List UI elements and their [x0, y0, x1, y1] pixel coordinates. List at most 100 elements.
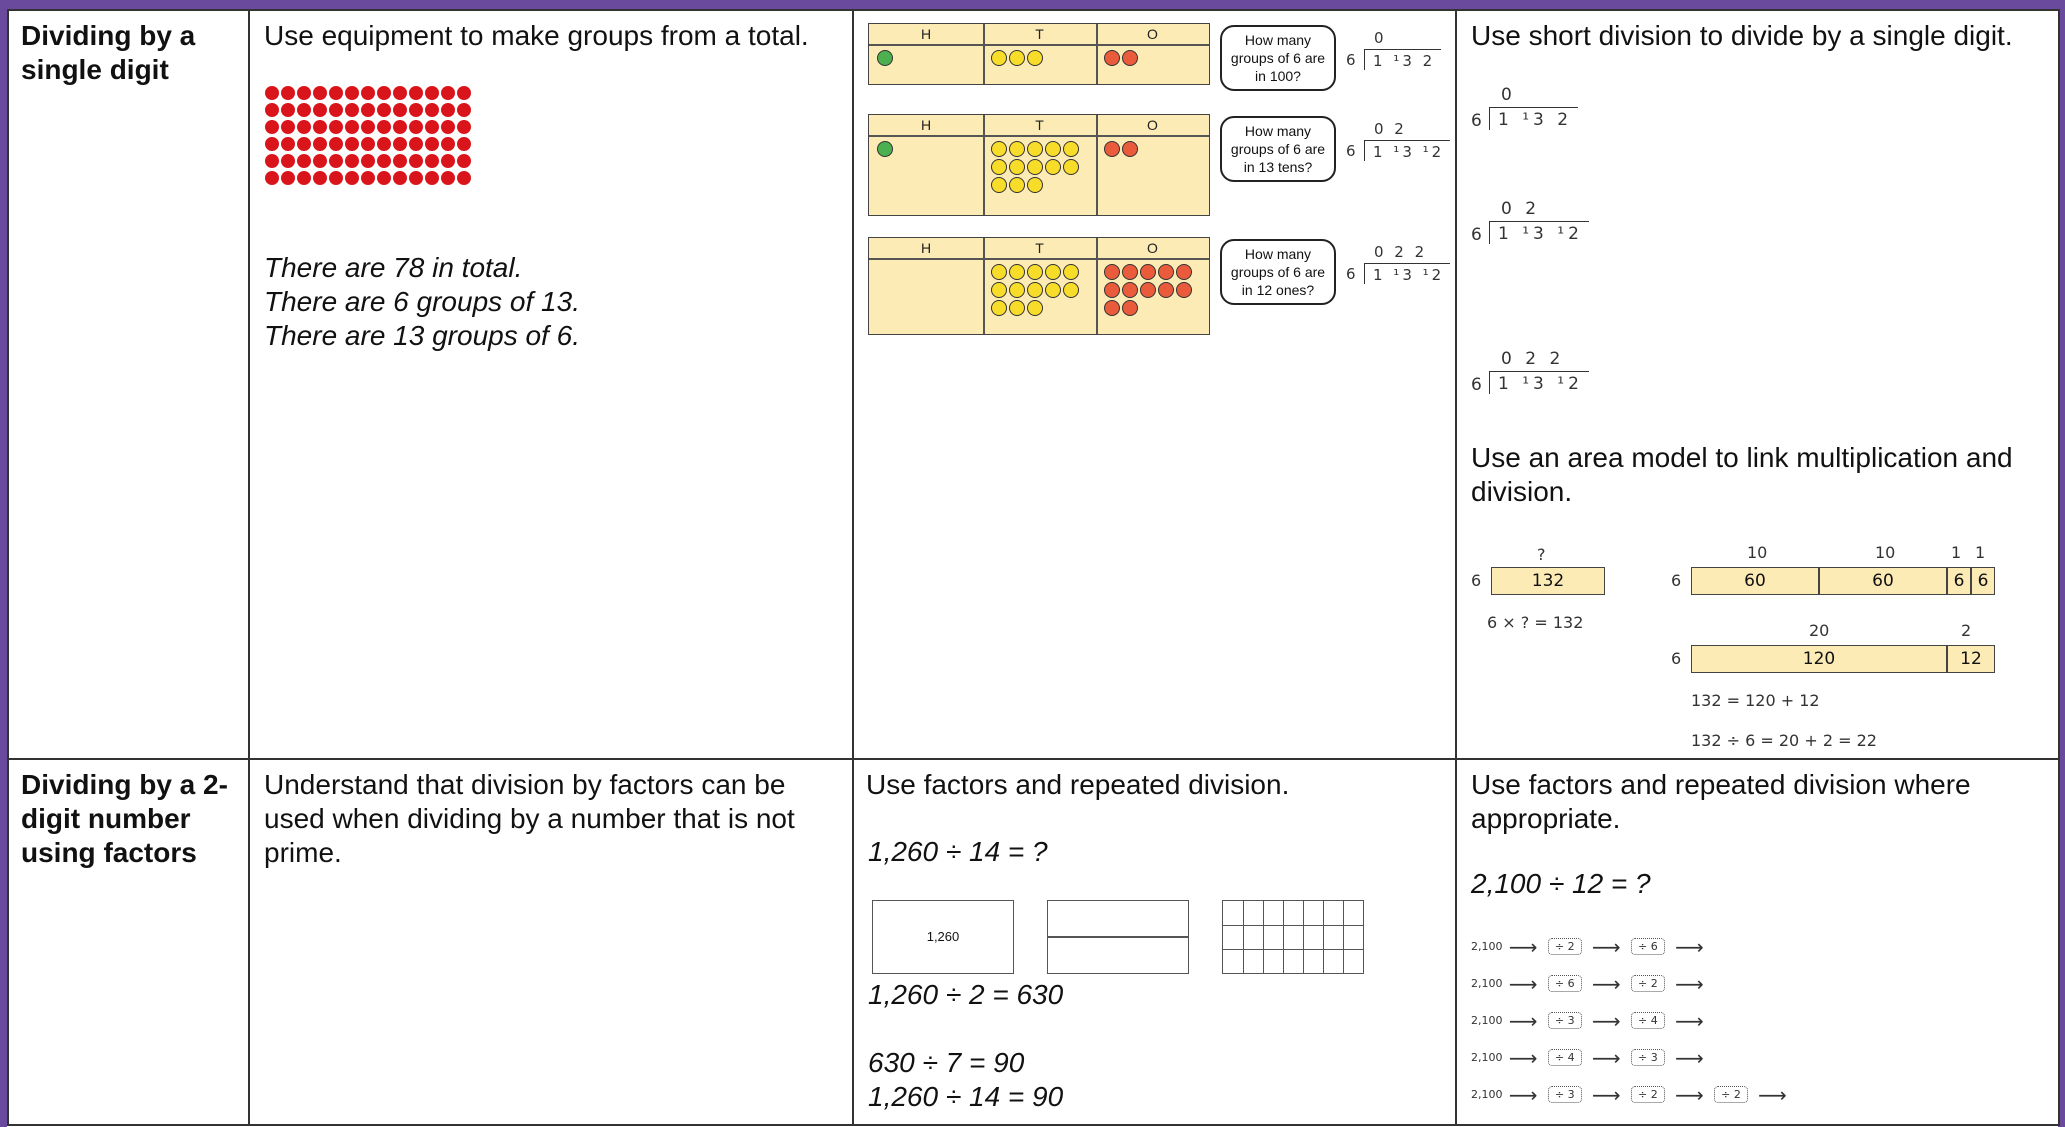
- question-bubble: How many groups of 6 are in 100?: [1220, 25, 1336, 91]
- operation-chip: ÷ 2: [1631, 975, 1665, 992]
- counter: [297, 137, 311, 151]
- place-value-counter: [1063, 141, 1079, 157]
- counter: [329, 137, 343, 151]
- bar: 60: [1819, 567, 1947, 595]
- counter: [313, 103, 327, 117]
- counter: [441, 86, 455, 100]
- counter: [441, 171, 455, 185]
- dividend: 1 ¹3 ¹2: [1489, 371, 1589, 394]
- pictorial-instruction: Use factors and repeated division.: [866, 769, 1290, 800]
- counter: [409, 137, 423, 151]
- place-value-counter: [1063, 159, 1079, 175]
- table-row: Dividing by a 2-digit number using facto…: [7, 758, 2060, 1126]
- bar-label: 10: [1747, 543, 1768, 562]
- operation-chip: ÷ 3: [1547, 1012, 1582, 1029]
- counter: [345, 171, 359, 185]
- chain-start: 2,100: [1471, 977, 1503, 990]
- question-bubble: How many groups of 6 are in 13 tens?: [1220, 116, 1336, 182]
- counter: [281, 171, 295, 185]
- factor-chain: 2,100 ⟶ ÷ 2 ⟶ ÷ 6 ⟶: [1471, 937, 1704, 957]
- place-value-counter: [1104, 264, 1120, 280]
- question-bubble: How many groups of 6 are in 12 ones?: [1220, 239, 1336, 305]
- counter: [457, 137, 471, 151]
- operation-chip: ÷ 6: [1631, 938, 1665, 955]
- counter: [329, 171, 343, 185]
- quotient: 0 2: [1501, 199, 1541, 219]
- place-value-counter: [991, 177, 1007, 193]
- counter: [425, 154, 439, 168]
- column-header: T: [1035, 240, 1044, 256]
- counter: [329, 154, 343, 168]
- place-value-counter: [1063, 264, 1079, 280]
- counter: [377, 120, 391, 134]
- counter: [329, 103, 343, 117]
- counter: [393, 171, 407, 185]
- arrow-icon: ⟶: [1585, 1046, 1627, 1070]
- concrete-cell: Use equipment to make groups from a tota…: [248, 9, 854, 760]
- arrow-icon: ⟶: [1502, 1009, 1544, 1033]
- counter: [393, 120, 407, 134]
- column-header: H: [920, 26, 932, 42]
- counter: [377, 103, 391, 117]
- arrow-icon: ⟶: [1751, 1083, 1787, 1107]
- counter: [361, 154, 375, 168]
- place-value-counter: [1063, 282, 1079, 298]
- counter: [329, 86, 343, 100]
- arrow-icon: ⟶: [1585, 1083, 1627, 1107]
- bar-label: 10: [1875, 543, 1896, 562]
- abstract-question: 2,100 ÷ 12 = ?: [1471, 868, 1651, 899]
- note-line: There are 13 groups of 6.: [264, 320, 580, 351]
- operation-chip: ÷ 3: [1547, 1086, 1582, 1103]
- counter: [457, 86, 471, 100]
- arrow-icon: ⟶: [1585, 972, 1627, 996]
- counter: [313, 154, 327, 168]
- table-row: Dividing by a single digit Use equipment…: [7, 9, 2060, 760]
- place-value-counter: [1176, 282, 1192, 298]
- place-value-counter: [1045, 282, 1061, 298]
- counter: [425, 171, 439, 185]
- equation: 132 = 120 + 12: [1691, 691, 1820, 710]
- counter: [281, 137, 295, 151]
- counter: [441, 120, 455, 134]
- place-value-counter: [991, 159, 1007, 175]
- counter: [345, 154, 359, 168]
- place-value-counter: [991, 300, 1007, 316]
- bar-label: 20: [1809, 621, 1830, 640]
- area-model-instruction: Use an area model to link multiplication…: [1471, 442, 2013, 507]
- note-line: There are 78 in total.: [264, 252, 523, 283]
- counter: [297, 103, 311, 117]
- counter: [281, 86, 295, 100]
- divisor: 6: [1471, 111, 1482, 131]
- column-header: H: [920, 240, 932, 256]
- counter: [313, 120, 327, 134]
- abstract-cell: Use factors and repeated division where …: [1455, 758, 2060, 1126]
- concrete-notes: There are 78 in total. There are 6 group…: [264, 251, 580, 353]
- bar-whole-label: 1,260: [926, 929, 960, 944]
- bar-side-label: 6: [1671, 649, 1682, 668]
- operation-chip: ÷ 4: [1631, 1012, 1665, 1029]
- counter: [377, 137, 391, 151]
- divisor: 6: [1471, 375, 1482, 395]
- chain-start: 2,100: [1471, 1051, 1503, 1064]
- concrete-cell: Understand that division by factors can …: [248, 758, 854, 1126]
- column-header: O: [1147, 117, 1158, 133]
- arrow-icon: ⟶: [1668, 935, 1704, 959]
- concrete-instruction: Understand that division by factors can …: [264, 769, 795, 868]
- column-header: O: [1147, 240, 1158, 256]
- chain-start: 2,100: [1471, 1014, 1503, 1027]
- place-value-counter: [1009, 300, 1025, 316]
- place-value-counter: [991, 264, 1007, 280]
- counter: [281, 103, 295, 117]
- counter: [409, 103, 423, 117]
- place-value-counter: [1104, 300, 1120, 316]
- counter: [377, 171, 391, 185]
- column-header: O: [1147, 26, 1158, 42]
- divisor: 6: [1346, 51, 1356, 69]
- place-value-counter: [1158, 282, 1174, 298]
- place-value-counter: [1009, 282, 1025, 298]
- counter: [377, 86, 391, 100]
- counter: [393, 86, 407, 100]
- chain-start: 2,100: [1471, 940, 1503, 953]
- counter: [393, 137, 407, 151]
